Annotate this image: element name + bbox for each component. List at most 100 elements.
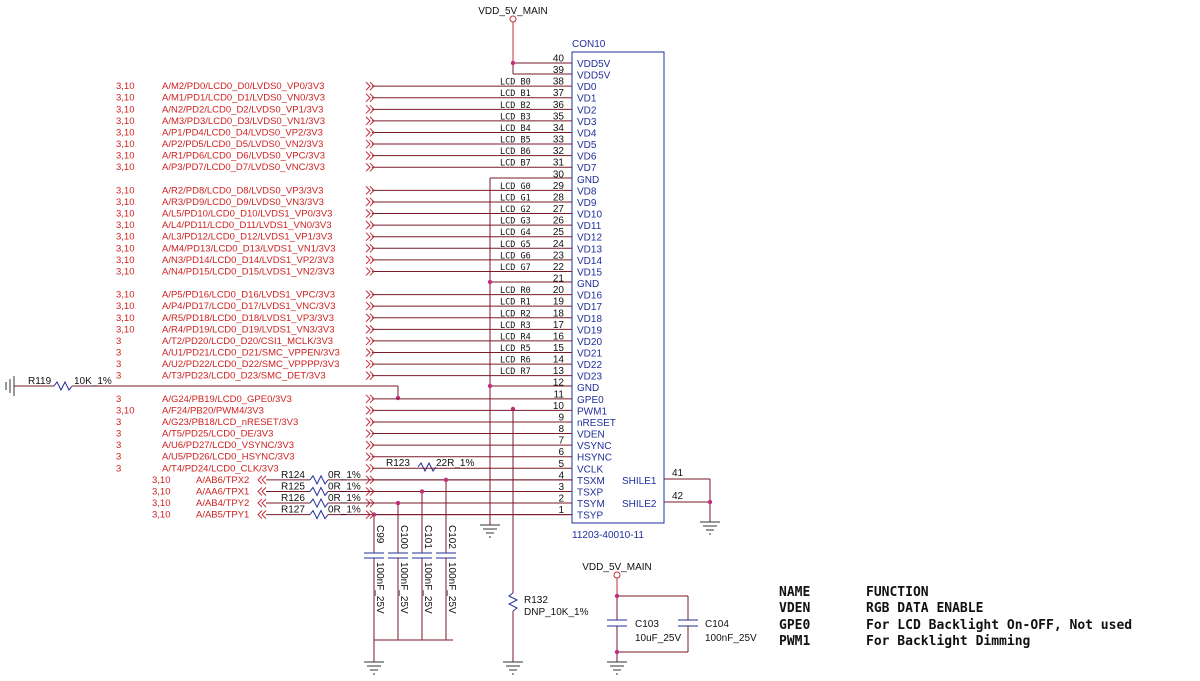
pin-number: 38 <box>553 77 565 88</box>
pin-number: 34 <box>553 123 565 134</box>
pin-name: TSYM <box>577 499 605 510</box>
legend-row-function: For Backlight Dimming <box>866 634 1030 649</box>
touch-capacitor-ref: C101 <box>422 525 433 549</box>
sheet-ref: 3,10 <box>116 243 135 254</box>
connector-body <box>571 51 665 524</box>
sheet-ref: 3,10 <box>116 185 135 196</box>
shield-2-pin: 42 <box>672 491 684 502</box>
wire-label: LCD G2 <box>500 205 531 215</box>
sheet-ref: 3,10 <box>116 313 135 324</box>
pin-number: 18 <box>553 308 565 319</box>
offpage-connector <box>365 301 371 311</box>
r132-ref: R132 <box>524 595 548 606</box>
offpage-connector <box>365 394 371 404</box>
touch-resistor-ref: R127 <box>281 505 305 516</box>
wire-label: LCD G5 <box>500 240 531 250</box>
offpage-connector <box>365 186 371 195</box>
touch-capacitor-value: 100nF_25V <box>446 562 457 614</box>
pin-name: VD20 <box>577 337 602 348</box>
pin-number: 12 <box>553 378 565 389</box>
net-label: A/AB6/TPX2 <box>196 475 249 486</box>
wire-label: LCD R5 <box>500 344 531 354</box>
offpage-connector <box>365 162 371 172</box>
pin-number: 3 <box>558 482 564 493</box>
touch-resistor-value: 0R_1% <box>328 493 361 504</box>
shield-1-name: SHILE1 <box>622 476 657 487</box>
touch-capacitor-ref: C100 <box>398 525 409 549</box>
pin-number: 13 <box>553 366 565 377</box>
supply-cap-group: VDD_5V_MAIN C103 10uF_25V C104 100nF_25V <box>582 562 757 675</box>
touch-resistor-ref: R124 <box>281 470 305 481</box>
sheet-ref: 3,10 <box>116 116 135 127</box>
offpage-connector <box>365 267 371 276</box>
sheet-ref: 3,10 <box>152 486 171 497</box>
c103-ref: C103 <box>635 619 659 630</box>
offpage-connector <box>257 487 263 496</box>
r119-resistor: R119 10K_1% <box>5 376 401 401</box>
pin-number: 8 <box>558 424 564 435</box>
wire-label: LCD R1 <box>500 298 531 308</box>
wire-label: LCD G7 <box>500 263 531 273</box>
pin-name: VD18 <box>577 314 602 325</box>
wire-label: LCD B2 <box>500 101 531 111</box>
pin-number: 40 <box>553 54 565 65</box>
pin-number: 16 <box>553 331 565 342</box>
r123-ref: R123 <box>386 458 410 469</box>
pin-name: VD16 <box>577 291 602 302</box>
junction-dot <box>510 60 516 66</box>
pin-name: VD14 <box>577 256 602 267</box>
pin-number: 32 <box>553 146 565 157</box>
net-label: A/P2/PD5/LCD0_D5/LVDS0_VN2/3V3 <box>162 139 323 150</box>
pin-number: 22 <box>553 262 565 273</box>
connector-ref: CON10 <box>572 39 606 50</box>
net-label: A/M3/PD3/LCD0_D3/LVDS0_VN1/3V3 <box>162 116 325 127</box>
legend-header-name: NAME <box>779 585 810 600</box>
net-label: A/L4/PD11/LCD0_D11/LVDS1_VN0/3V3 <box>162 220 332 231</box>
pin-name: VD2 <box>577 105 597 116</box>
pin-name: VDEN <box>577 430 605 441</box>
sheet-ref: 3,10 <box>116 139 135 150</box>
offpage-connector <box>365 359 371 369</box>
offpage-connector <box>365 452 371 462</box>
pin-name: VD1 <box>577 94 597 105</box>
sheet-ref: 3,10 <box>116 405 135 416</box>
offpage-connector <box>365 220 371 230</box>
wire-label: LCD G6 <box>500 251 531 261</box>
touch-capacitor-value: 100nF_25V <box>398 562 409 614</box>
r123-resistor: R123 22R_1% <box>386 458 474 473</box>
net-label: A/R4/PD19/LCD0_D19/LVDS1_VN3/3V3 <box>162 324 335 335</box>
wire-label: LCD B4 <box>500 124 531 134</box>
pin-number: 5 <box>558 459 564 470</box>
c103-value: 10uF_25V <box>635 633 681 644</box>
sheet-ref: 3,10 <box>116 104 135 115</box>
offpage-connector <box>365 463 371 473</box>
wire-label: LCD B6 <box>500 147 531 157</box>
pin-number: 11 <box>554 389 565 400</box>
shield-2-name: SHILE2 <box>622 499 657 510</box>
pin-number: 29 <box>553 181 565 192</box>
net-label: A/P1/PD4/LCD0_D4/LVDS0_VP2/3V3 <box>162 127 323 138</box>
c104-ref: C104 <box>705 619 729 630</box>
sheet-ref: 3,10 <box>152 510 171 521</box>
touch-resistor-value: 0R_1% <box>328 505 361 516</box>
pin-name: TSXM <box>577 476 605 487</box>
net-label: A/P4/PD17/LCD0_D17/LVDS1_VNC/3V3 <box>162 301 336 312</box>
net-label: A/T3/PD23/LCD0_D23/SMC_DET/3V3 <box>162 371 326 382</box>
touch-capacitor-ref: C102 <box>446 525 457 549</box>
pin-name: GPE0 <box>577 395 604 406</box>
offpage-connector <box>257 475 263 485</box>
pin-number: 23 <box>553 250 565 261</box>
touch-resistor-value: 0R_1% <box>328 470 361 481</box>
pin-name: TSXP <box>577 487 603 498</box>
wire-label: LCD G1 <box>500 193 531 203</box>
legend-header-function: FUNCTION <box>866 585 929 600</box>
pin-name: GND <box>577 383 599 394</box>
net-label: A/G23/PB18/LCD_nRESET/3V3 <box>162 417 298 428</box>
net-label: A/AA6/TPX1 <box>196 486 249 497</box>
pin-name: VD0 <box>577 82 597 93</box>
offpage-connector <box>365 151 371 160</box>
pin-name: VD10 <box>577 210 602 221</box>
net-label: A/T4/PD24/LCD0_CLK/3V3 <box>162 463 279 474</box>
